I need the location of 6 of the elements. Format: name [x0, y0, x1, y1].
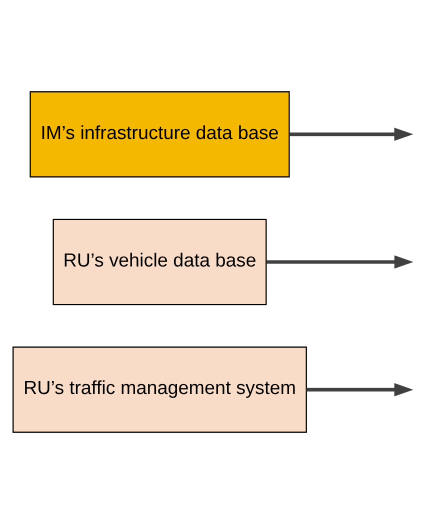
arrow: [290, 127, 414, 140]
node-box: RU’s vehicle data base: [52, 218, 267, 305]
node-box: RU’s traffic management system: [12, 346, 307, 432]
arrow: [306, 382, 414, 396]
arrow: [266, 254, 414, 268]
node-box: IM’s infrastructure data base: [30, 90, 290, 177]
